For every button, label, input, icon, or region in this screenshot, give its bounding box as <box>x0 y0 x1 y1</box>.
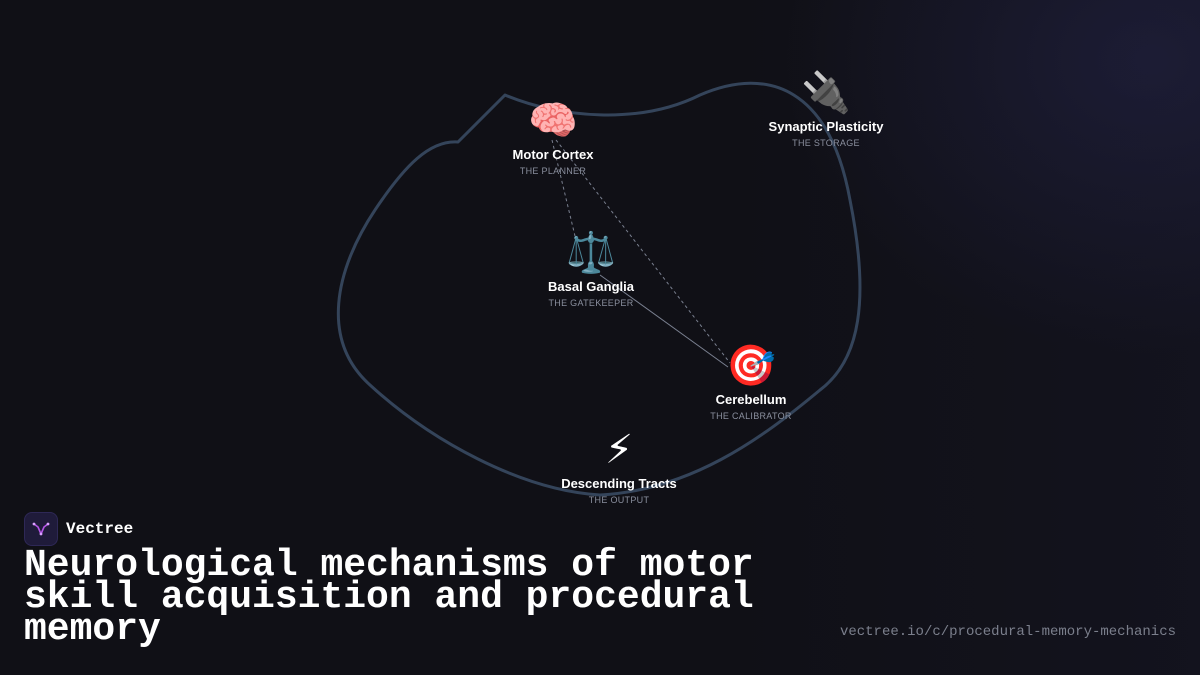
plug-icon: 🔌 <box>801 70 851 116</box>
vectree-logo-icon <box>24 512 58 546</box>
node-subtitle: THE CALIBRATOR <box>710 411 792 421</box>
node-subtitle: THE OUTPUT <box>588 495 650 505</box>
node-subtitle: THE STORAGE <box>792 138 860 148</box>
node-basal-ganglia[interactable]: ⚖️ Basal Ganglia THE GATEKEEPER <box>501 229 681 309</box>
node-title: Descending Tracts <box>561 476 677 491</box>
connector-motor-cortex-basal-ganglia <box>551 139 576 237</box>
motor-loop-outline <box>336 81 862 497</box>
scales-icon: ⚖️ <box>566 230 616 276</box>
brand[interactable]: Vectree <box>24 512 133 546</box>
node-cerebellum[interactable]: 🎯 Cerebellum THE CALIBRATOR <box>661 342 841 422</box>
node-motor-cortex[interactable]: 🧠 Motor Cortex THE PLANNER <box>463 97 643 177</box>
page-title: Neurological mechanisms of motor skill a… <box>24 544 754 651</box>
brain-icon: 🧠 <box>528 98 578 144</box>
connector-motor-cortex-cerebellum <box>555 139 731 364</box>
node-descending-tracts[interactable]: ⚡ Descending Tracts THE OUTPUT <box>529 426 709 506</box>
node-synaptic-plasticity[interactable]: 🔌 Synaptic Plasticity THE STORAGE <box>736 69 916 149</box>
brand-name: Vectree <box>66 520 134 538</box>
connector-basal-ganglia-cerebellum <box>599 274 729 368</box>
node-title: Cerebellum <box>715 392 787 407</box>
node-title: Basal Ganglia <box>548 279 634 294</box>
page-url[interactable]: vectree.io/c/procedural-memory-mechanics <box>839 624 1176 640</box>
lightning-icon: ⚡ <box>604 427 634 473</box>
node-subtitle: THE PLANNER <box>519 166 587 176</box>
node-subtitle: THE GATEKEEPER <box>548 298 634 308</box>
node-title: Motor Cortex <box>512 147 594 162</box>
node-title: Synaptic Plasticity <box>768 119 884 134</box>
target-icon: 🎯 <box>726 343 776 389</box>
